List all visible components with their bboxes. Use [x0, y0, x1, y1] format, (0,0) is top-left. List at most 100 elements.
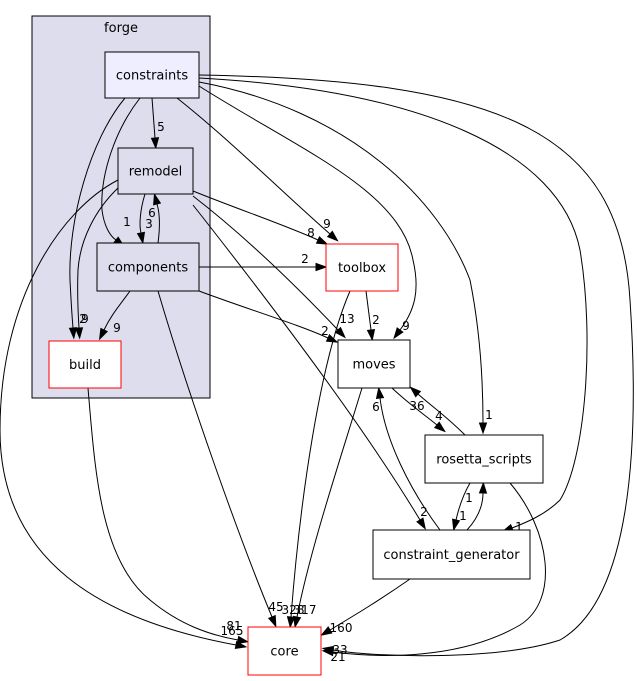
- edge-label[interactable]: 2: [301, 252, 309, 266]
- node-label[interactable]: constraint_generator: [383, 548, 520, 563]
- edge-components-to-remodel: 6: [148, 192, 162, 244]
- node-label[interactable]: constraints: [116, 69, 188, 84]
- edge-line: [157, 290, 273, 618]
- edge-constraints-to-build: 2: [68, 97, 126, 340]
- edge-rosetta_scripts-to-moves: 36: [409, 386, 466, 436]
- edge-label[interactable]: 4: [435, 409, 443, 423]
- edge-line: [332, 482, 546, 656]
- edge-arrowhead: [393, 327, 404, 340]
- edge-label[interactable]: 2: [372, 313, 380, 327]
- edge-label[interactable]: 6: [372, 400, 380, 414]
- node-box[interactable]: [247, 626, 322, 676]
- edge-line: [198, 290, 329, 339]
- edge-line: [151, 97, 156, 139]
- edge-components-to-moves: 2: [198, 290, 339, 343]
- edge-label[interactable]: 9: [402, 319, 410, 333]
- edge-label[interactable]: 8: [307, 226, 315, 240]
- node-build[interactable]: build: [48, 340, 122, 389]
- node-remodel[interactable]: remodel: [117, 147, 194, 195]
- nodes-layer: constraints remodel components build toolbox…: [48, 51, 544, 676]
- edge-line: [290, 290, 351, 618]
- node-box[interactable]: [117, 147, 194, 195]
- edge-arrowhead: [416, 517, 426, 530]
- node-box[interactable]: [325, 243, 399, 292]
- edge-arrowhead: [409, 386, 422, 398]
- edge-label[interactable]: 1: [459, 509, 467, 523]
- edge-label[interactable]: 1: [515, 520, 523, 534]
- node-box[interactable]: [372, 529, 531, 580]
- edge-label[interactable]: 2: [79, 312, 87, 326]
- node-label[interactable]: remodel: [129, 165, 183, 180]
- edge-label[interactable]: 165: [221, 624, 244, 638]
- edge-line: [192, 204, 421, 521]
- node-rosetta-scripts[interactable]: rosetta_scripts: [424, 434, 544, 484]
- edge-label[interactable]: 317: [294, 603, 317, 617]
- edge-remodel-to-moves: 13: [192, 195, 355, 339]
- node-box[interactable]: [96, 242, 200, 292]
- edge-label[interactable]: 45: [268, 600, 283, 614]
- edge-arrowhead: [321, 647, 335, 657]
- edge-arrowhead: [136, 231, 146, 245]
- edge-arrowhead: [452, 518, 461, 532]
- edge-constraints-to-moves: 9: [198, 85, 417, 340]
- edge-line: [379, 397, 441, 531]
- edge-label[interactable]: 1: [465, 491, 473, 505]
- edge-line: [103, 290, 131, 331]
- edge-label[interactable]: 9: [81, 312, 89, 326]
- cluster-label: forge: [104, 21, 138, 36]
- edge-constraints-to-toolbox: 9: [176, 97, 339, 242]
- edge-label[interactable]: 3: [145, 217, 153, 231]
- node-constraints[interactable]: constraints: [104, 51, 200, 99]
- edge-label[interactable]: 2: [321, 324, 329, 338]
- edge-label[interactable]: 2: [420, 505, 428, 519]
- node-label[interactable]: build: [69, 358, 101, 373]
- edge-label[interactable]: 9: [323, 217, 331, 231]
- edge-arrowhead: [375, 386, 385, 400]
- edge-label[interactable]: 160: [330, 621, 353, 635]
- edge-label[interactable]: 36: [409, 399, 424, 413]
- edge-arrowhead: [98, 327, 109, 341]
- node-box[interactable]: [424, 434, 544, 484]
- node-box[interactable]: [48, 340, 122, 389]
- edge-line: [156, 203, 160, 244]
- edge-constraints-to-remodel: 5: [150, 97, 165, 150]
- node-label[interactable]: moves: [352, 358, 395, 373]
- edge-remodel-to-build: 9: [74, 187, 119, 340]
- node-label[interactable]: core: [270, 645, 298, 660]
- node-core[interactable]: core: [247, 626, 322, 676]
- edge-line: [192, 190, 319, 241]
- edge-arrowhead: [236, 635, 250, 645]
- edge-arrowhead: [267, 614, 277, 628]
- edge-toolbox-to-moves: 2: [365, 290, 380, 342]
- edge-label[interactable]: 21: [330, 650, 345, 664]
- edge-rosetta_scripts-to-constraint_generator: 1: [452, 482, 471, 532]
- edge-moves-to-rosetta_scripts: 4: [391, 387, 446, 433]
- edge-label[interactable]: 1: [485, 408, 493, 422]
- node-label[interactable]: rosetta_scripts: [436, 453, 532, 468]
- edge-constraint_generator-to-moves: 6: [372, 386, 441, 531]
- edge-line: [198, 74, 634, 657]
- node-moves[interactable]: moves: [337, 339, 411, 389]
- edge-label[interactable]: 13: [339, 312, 354, 326]
- node-label[interactable]: components: [108, 261, 189, 276]
- node-box[interactable]: [337, 339, 411, 389]
- node-toolbox[interactable]: toolbox: [325, 243, 399, 292]
- edge-line: [365, 290, 372, 331]
- node-components[interactable]: components: [96, 242, 200, 292]
- edge-build-to-core: 81: [87, 387, 250, 645]
- node-box[interactable]: [104, 51, 200, 99]
- edge-label[interactable]: 81: [226, 619, 241, 633]
- edge-arrowhead: [320, 626, 333, 636]
- node-constraint-generator[interactable]: constraint_generator: [372, 529, 531, 580]
- edge-constraints-to-rosetta_scripts: 1: [198, 81, 493, 435]
- edge-arrowhead: [326, 230, 339, 242]
- edge-label[interactable]: 6: [148, 206, 156, 220]
- edge-arrowhead: [292, 615, 302, 629]
- node-label[interactable]: toolbox: [338, 261, 386, 276]
- edge-label[interactable]: 5: [157, 120, 165, 134]
- edge-line: [87, 387, 239, 641]
- edge-constraint_generator-to-core: 160: [320, 578, 411, 636]
- edge-remodel-to-toolbox: 8: [192, 190, 329, 245]
- edge-label[interactable]: 1: [123, 215, 131, 229]
- edge-label[interactable]: 9: [113, 321, 121, 335]
